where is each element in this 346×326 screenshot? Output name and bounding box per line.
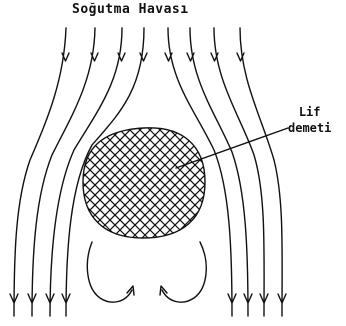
- fiber-bundle-hatch: [0, 60, 346, 260]
- vortex-left: [87, 242, 132, 302]
- vortex-right: [162, 242, 206, 302]
- wake-vortices: [87, 242, 206, 302]
- fiber-bundle: [0, 60, 346, 260]
- streamlines-right: [168, 28, 282, 316]
- streamline-l1: [14, 28, 66, 316]
- streamline-l2: [32, 28, 95, 316]
- streamlines-left: [14, 28, 144, 316]
- streamline-r4: [240, 28, 282, 316]
